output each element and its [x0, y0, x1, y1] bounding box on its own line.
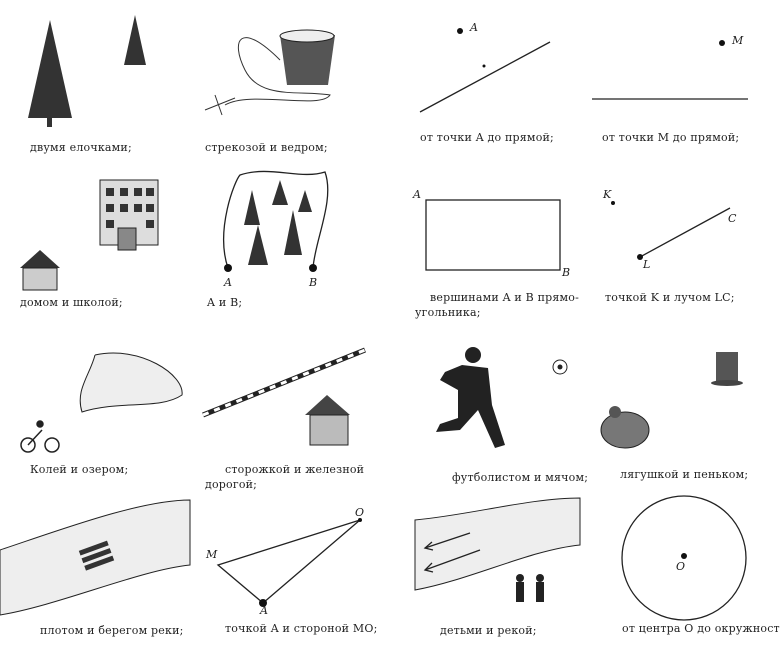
point-label: M	[732, 34, 744, 47]
point-label: B	[309, 276, 318, 289]
vertex-label: O	[355, 506, 365, 519]
raft-icon	[78, 540, 115, 571]
caption: лягушкой и пеньком;	[620, 468, 749, 481]
caption: стрекозой и ведром;	[205, 141, 328, 154]
caption: двумя елочками;	[30, 141, 132, 154]
ball-icon	[552, 359, 568, 375]
caption: детьми и рекой;	[440, 624, 537, 637]
caption: сторожкой и железной	[225, 463, 365, 476]
point-label: A	[470, 21, 478, 34]
tree-icon	[28, 15, 146, 127]
stump-icon	[711, 352, 743, 386]
point-label: C	[728, 212, 737, 225]
hut-icon	[305, 395, 350, 446]
tree-icon	[244, 180, 312, 265]
caption-continued: дорогой;	[205, 478, 258, 491]
dragonfly-icon	[204, 94, 236, 116]
vertex-label: A	[260, 604, 268, 617]
house-icon	[20, 250, 60, 291]
caption: A и B;	[207, 296, 243, 309]
frog-icon	[600, 406, 650, 449]
caption: от центра O до окружности.	[622, 622, 780, 635]
vertex-label: A	[413, 188, 421, 201]
bucket-icon	[279, 29, 335, 85]
point-label: K	[603, 188, 612, 201]
caption: Колей и озером;	[30, 463, 129, 476]
arrow-icon	[423, 532, 481, 573]
caption: домом и школой;	[20, 296, 123, 309]
caption: футболистом и мячом;	[452, 471, 589, 484]
children-icon	[516, 574, 544, 602]
caption: от точки A до прямой;	[420, 131, 554, 144]
caption: вершинами A и B прямо-	[430, 291, 580, 304]
caption: плотом и берегом реки;	[40, 624, 184, 637]
string-line	[224, 37, 331, 106]
cyclist-icon	[20, 420, 60, 453]
caption: от точки M до прямой;	[602, 131, 740, 144]
vertex-label: M	[206, 548, 218, 561]
school-icon	[99, 179, 159, 251]
vertex-label: B	[562, 266, 571, 279]
caption-continued: угольника;	[415, 306, 481, 319]
point-label: L	[643, 258, 651, 271]
caption: точкой A и стороной MO;	[225, 622, 378, 635]
center-label: O	[676, 560, 686, 573]
point-label: A	[224, 276, 232, 289]
caption: точкой K и лучом LC;	[605, 291, 735, 304]
footballer-icon	[436, 347, 505, 448]
